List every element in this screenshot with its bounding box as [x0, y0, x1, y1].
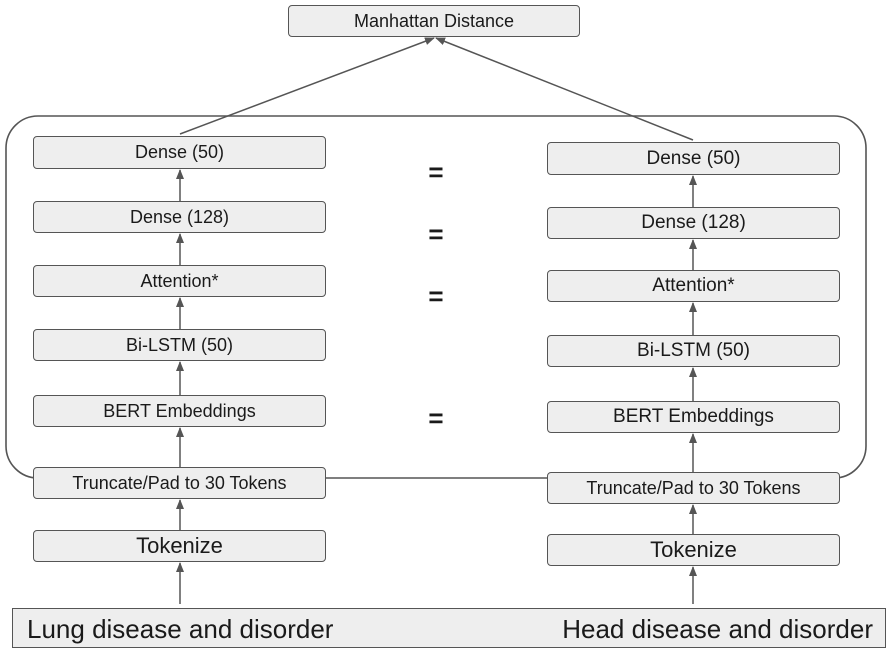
right-dense-50-node: Dense (50) — [547, 142, 840, 175]
right-truncate-pad-node: Truncate/Pad to 30 Tokens — [547, 472, 840, 504]
left-input-text: Lung disease and disorder — [27, 614, 334, 644]
right-attention-node: Attention* — [547, 270, 840, 302]
right-to-output-arrow — [435, 37, 694, 141]
left-truncate-pad-node: Truncate/Pad to 30 Tokens — [33, 467, 326, 499]
left-attention-node: Attention* — [33, 265, 326, 297]
left-tokenize-node: Tokenize — [33, 530, 326, 562]
right-tokenize-node: Tokenize — [547, 534, 840, 566]
manhattan-distance-node: Manhattan Distance — [288, 5, 580, 37]
right-input-text: Head disease and disorder — [562, 614, 873, 644]
right-bert-embeddings-node: BERT Embeddings — [547, 401, 840, 433]
left-dense-128-node: Dense (128) — [33, 201, 326, 233]
input-text-bar: Lung disease and disorder Head disease a… — [12, 608, 886, 648]
equals-sign-dense-128: = — [428, 219, 444, 249]
left-dense-50-node: Dense (50) — [33, 136, 326, 169]
shared-weights-group — [5, 115, 867, 479]
left-bert-embeddings-node: BERT Embeddings — [33, 395, 326, 427]
right-bilstm-node: Bi-LSTM (50) — [547, 335, 840, 367]
equals-sign-dense-50: = — [428, 157, 444, 187]
left-bilstm-node: Bi-LSTM (50) — [33, 329, 326, 361]
equals-sign-bert-embeddings: = — [428, 403, 444, 433]
left-to-output-arrow — [179, 37, 435, 135]
equals-sign-attention: = — [428, 281, 444, 311]
right-dense-128-node: Dense (128) — [547, 207, 840, 239]
